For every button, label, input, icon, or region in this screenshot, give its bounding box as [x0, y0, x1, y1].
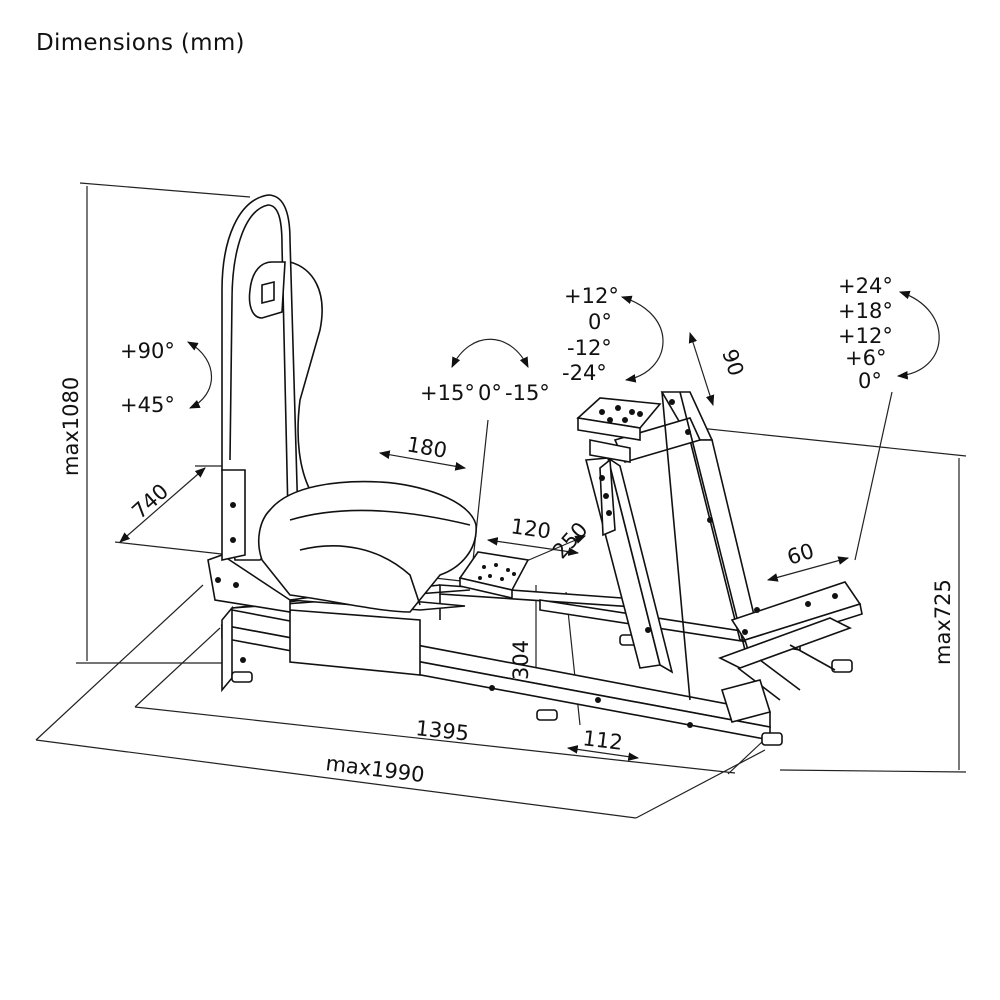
dim-wheel-column-90: 90: [717, 346, 748, 379]
pedal-angle-plus12: +12°: [838, 324, 893, 348]
pedal-angle-0: 0°: [858, 369, 882, 393]
rotate-angle-plus15: +15°: [420, 381, 475, 405]
tilt-angle-minus24: -24°: [562, 361, 607, 385]
dim-pedal-height-max725: max725: [931, 579, 955, 665]
dim-wheel-height-304: 304: [509, 640, 533, 680]
dimension-labels: max1080 740 180 120 250 304 1395 max1990…: [59, 346, 955, 787]
racing-seat: [207, 194, 477, 613]
tilt-angle-0: 0°: [588, 310, 612, 334]
rotate-angle-0: 0°: [478, 381, 502, 405]
dim-total-length-max1990: max1990: [324, 751, 425, 787]
pedal-angle-plus24: +24°: [838, 274, 893, 298]
dim-wheel-plate-120: 120: [509, 514, 552, 543]
dim-base-length-1395: 1395: [414, 716, 470, 745]
pedal-plate: [717, 581, 863, 723]
angle-labels: +90° +45° +15° 0° -15° +12° 0° -12° -24°…: [120, 274, 893, 417]
dim-height-max1080: max1080: [59, 377, 83, 476]
shifter-plate: [458, 551, 530, 600]
diagram-title: Dimensions (mm): [36, 30, 245, 56]
wheel-mount-plate: [576, 397, 662, 463]
dim-wheel-offset-250: 250: [548, 517, 593, 563]
rotate-angle-minus15: -15°: [505, 381, 550, 405]
seat-angle-90: +90°: [120, 339, 175, 363]
dim-pedal-slide-60: 60: [784, 539, 817, 570]
dim-depth-740: 740: [127, 479, 173, 524]
pedal-angle-plus18: +18°: [838, 299, 893, 323]
dim-rail-112: 112: [581, 726, 624, 755]
tilt-angle-minus12: -12°: [567, 336, 612, 360]
pedal-angle-plus6: +6°: [845, 346, 886, 370]
seat-angle-45: +45°: [120, 393, 175, 417]
rotation-arrows: [187, 290, 940, 409]
tilt-angle-plus12: +12°: [564, 284, 619, 308]
dimension-lines: [35, 182, 967, 819]
